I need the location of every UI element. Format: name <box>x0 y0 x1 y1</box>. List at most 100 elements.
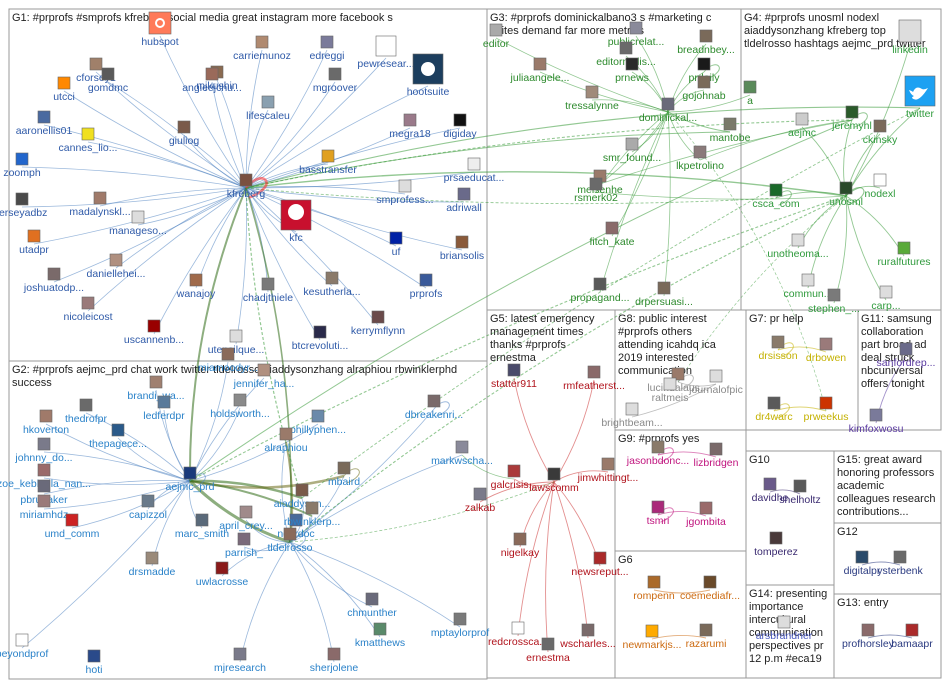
edge <box>289 481 555 543</box>
edge <box>87 141 247 189</box>
node-label: aejmc <box>788 127 816 139</box>
node-label: publicrelat... <box>608 36 665 48</box>
edge <box>591 99 669 113</box>
edge <box>663 111 671 297</box>
edge <box>245 81 336 189</box>
node-label: dr4warc <box>755 411 792 423</box>
graph-node: newmarkjs... <box>623 624 682 651</box>
node-label: marc_smith <box>175 528 229 540</box>
group-label-line: nbcuniversal <box>861 365 923 377</box>
edge <box>289 408 435 543</box>
group-label-line: G10 <box>749 454 770 466</box>
graph-node: uscannenb... <box>124 319 184 346</box>
avatar-icon <box>205 67 219 81</box>
avatar-icon <box>233 393 247 407</box>
avatar-icon <box>289 513 303 527</box>
graph-node: briansolis <box>440 235 484 262</box>
avatar-icon <box>589 177 603 191</box>
graph-node: commun... <box>783 273 833 300</box>
node-label: johnny_do... <box>14 452 72 464</box>
graph-node: galcrisis... <box>491 464 537 491</box>
avatar-icon <box>467 157 481 171</box>
avatar-icon <box>145 551 159 565</box>
node-label: daniellehei... <box>87 268 146 280</box>
node-label: capizzol <box>129 509 167 521</box>
node-label: newmarkjs... <box>623 639 682 651</box>
avatar-icon <box>767 396 781 410</box>
group-label-line: importance <box>749 601 803 613</box>
node-label: dbreakenri... <box>405 409 463 421</box>
graph-node: capizzol <box>129 494 167 521</box>
node-label: angieejchu... <box>182 82 242 94</box>
group-label-line: 12 p.m #eca19 <box>749 653 822 665</box>
avatar-icon <box>87 649 101 663</box>
graph-node: mantobe <box>710 117 751 144</box>
node-label: digitalpr <box>844 565 881 577</box>
node-label: kesutherla... <box>303 286 360 298</box>
graph-node: gomdmc <box>88 67 128 94</box>
edge <box>289 541 381 638</box>
group-label-line: #prprofs others <box>618 326 692 338</box>
edge <box>245 187 463 251</box>
group-label-line: offers tonight <box>861 378 924 390</box>
group-label-line: honoring professors <box>837 467 935 479</box>
avatar-icon <box>489 23 503 37</box>
avatar-icon <box>37 494 51 508</box>
edge <box>245 187 379 326</box>
avatar-icon <box>453 612 467 626</box>
avatar-icon <box>861 623 875 637</box>
edge <box>699 119 853 161</box>
avatar-icon <box>855 550 869 564</box>
avatar-icon <box>375 35 397 57</box>
avatar-icon <box>699 29 713 43</box>
group-box-g10 <box>745 450 835 586</box>
avatar-icon <box>819 337 833 351</box>
edge <box>545 481 555 653</box>
node-label: lifescaleu <box>246 110 290 122</box>
graph-node: digitalpr <box>844 550 881 577</box>
avatar-icon <box>313 325 327 339</box>
avatar-icon <box>651 440 665 454</box>
avatar-icon <box>663 377 677 391</box>
node-label: giuliog <box>169 135 200 147</box>
avatar-icon <box>625 57 639 71</box>
avatar-icon <box>320 35 334 49</box>
group-box-g15 <box>833 450 942 524</box>
edge <box>45 423 191 482</box>
edge <box>479 481 555 503</box>
graph-node: newsreput... <box>571 551 629 578</box>
avatar-icon <box>581 623 595 637</box>
group-box-g5 <box>486 309 616 679</box>
avatar-icon <box>819 396 833 410</box>
avatar-icon <box>177 120 191 134</box>
hubspot-sprocket-icon <box>155 18 165 28</box>
avatar-icon <box>239 505 253 519</box>
avatar-icon <box>255 35 269 49</box>
edge <box>245 171 475 189</box>
avatar-icon <box>473 487 487 501</box>
graph-node: zoomph <box>3 152 41 179</box>
node-label: utensilque... <box>208 344 265 356</box>
node-label: razarumi <box>686 638 727 650</box>
avatar-icon <box>697 57 711 71</box>
edge <box>245 49 263 189</box>
node-label: cannes_lio... <box>59 142 118 154</box>
node-label: linkedin <box>892 44 928 56</box>
graph-node: marc_smith <box>175 513 229 540</box>
node-label: a <box>747 95 753 107</box>
avatar-icon <box>661 97 675 111</box>
avatar-icon <box>699 623 713 637</box>
node-label: miamoodyr... <box>198 362 258 374</box>
node-label: phillyphen... <box>290 424 346 436</box>
graph-node: drpersuasi... <box>635 281 693 308</box>
edge <box>53 187 247 283</box>
group-box-g9 <box>614 429 747 552</box>
graph-node: ckinsky <box>863 119 898 146</box>
edge <box>99 187 247 207</box>
group-label-line: G3: #prprofs dominickalbano3 s #marketin… <box>490 12 712 24</box>
graph-node: profhorsley <box>842 623 895 650</box>
edge <box>599 119 853 185</box>
group-label-line: G13: entry <box>837 597 889 609</box>
avatar-icon <box>457 187 471 201</box>
avatar-icon <box>795 112 809 126</box>
